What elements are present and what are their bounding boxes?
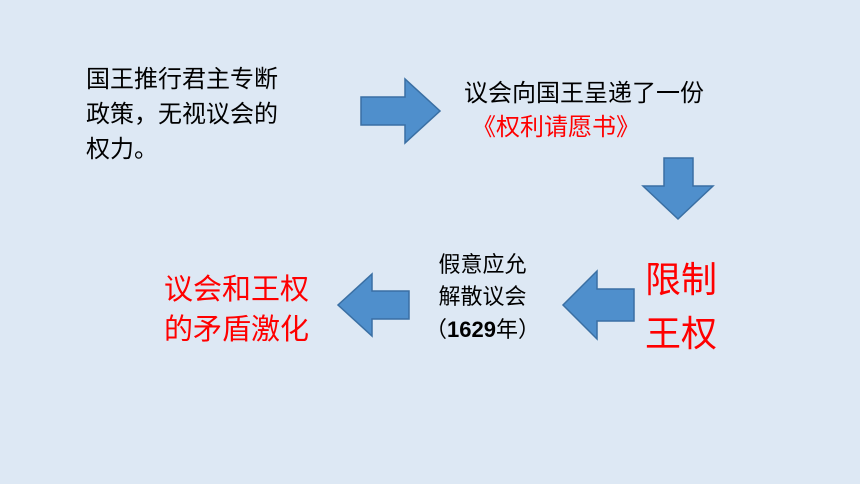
node-dissolve-line1: 假意应允	[438, 253, 527, 278]
node-dissolve: 假意应允 解散议会 （1629年）	[425, 250, 540, 347]
arrow-down-icon	[641, 157, 715, 221]
arrow-left-icon-1	[561, 269, 635, 341]
node-start: 国王推行君主专断 政策，无视议会的 权力。	[86, 62, 278, 167]
node-dissolve-line2: 解散议会	[438, 285, 527, 310]
year-number: 1629	[447, 317, 496, 342]
node-conflict-line: 的矛盾激化	[164, 312, 310, 346]
node-conflict-line: 议会和王权	[164, 272, 310, 306]
arrow-left-icon-2	[336, 272, 410, 338]
arrow-right-icon	[360, 77, 442, 145]
node-start-line: 国王推行君主专断	[86, 65, 278, 93]
node-limit: 限制 王权	[645, 254, 717, 362]
paren-open: （	[425, 318, 448, 343]
node-start-line: 权力。	[86, 135, 158, 163]
node-petition-line1: 议会向国王呈递了一份	[464, 79, 704, 107]
node-start-line: 政策，无视议会的	[86, 100, 278, 128]
year-suffix: 年）	[495, 318, 540, 343]
node-limit-line: 王权	[645, 314, 718, 355]
node-petition-title: 《权利请愿书》	[472, 113, 640, 141]
node-limit-line: 限制	[645, 260, 718, 301]
node-dissolve-year-line: （1629年）	[425, 314, 540, 347]
node-conflict: 议会和王权 的矛盾激化	[164, 269, 309, 349]
node-petition: 议会向国王呈递了一份 《权利请愿书》	[464, 76, 704, 144]
